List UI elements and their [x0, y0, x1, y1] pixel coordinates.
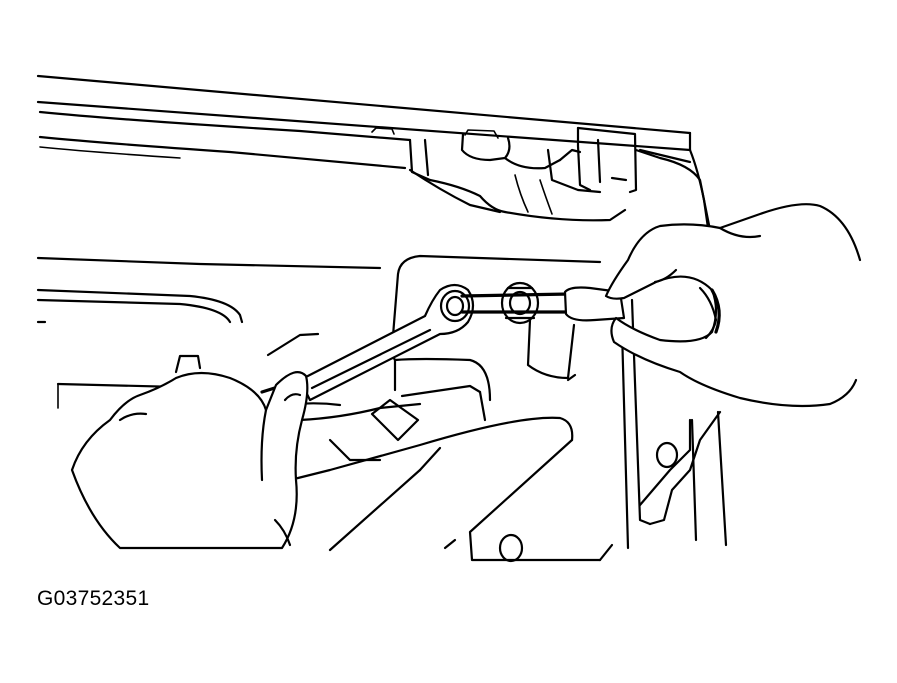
left-hand: [70, 371, 309, 550]
wrench: [260, 283, 475, 402]
bolt-nut: [500, 281, 540, 325]
edge-hole: [655, 441, 679, 469]
access-panel-recess: [258, 254, 602, 563]
window-clip-bracket: [576, 126, 712, 232]
regulator-rail: [408, 132, 627, 222]
door-frame-top-channel: [36, 74, 692, 170]
drain-hole: [498, 533, 524, 563]
screwdriver: [460, 286, 626, 322]
right-hand: [604, 203, 862, 408]
door-right-edge: [526, 298, 728, 562]
figure-id-label: G03752351: [37, 587, 150, 610]
